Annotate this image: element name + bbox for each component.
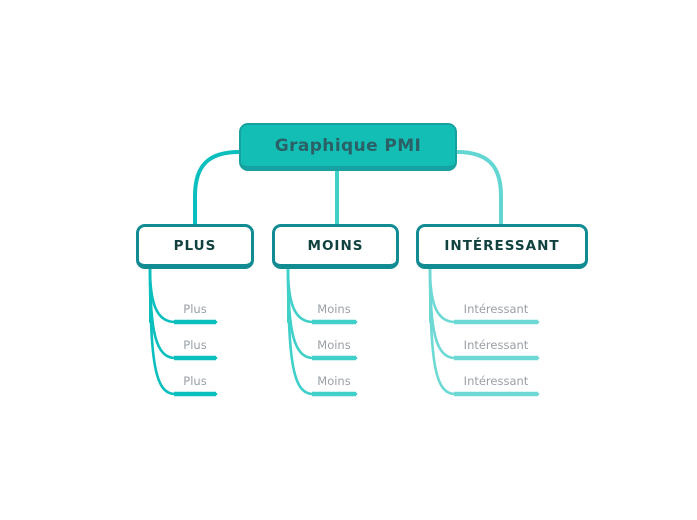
leaf-node-label: Moins [317,302,351,317]
branch-node-label: PLUS [173,237,217,254]
edge-root-to-plus [193,150,241,228]
leaf-node[interactable]: Moins [312,298,356,322]
leaf-node[interactable]: Intéressant [454,298,538,322]
leaf-node-label: Plus [183,338,207,353]
leaf-node[interactable]: Intéressant [454,334,538,358]
leaf-node-label: Plus [183,302,207,317]
leaf-node-label: Intéressant [463,338,529,353]
root-node[interactable]: Graphique PMI [239,123,457,171]
root-node-label: Graphique PMI [274,135,422,156]
leaf-node[interactable]: Plus [174,334,216,358]
leaf-node-label: Intéressant [463,374,529,389]
branch-node-plus[interactable]: PLUS [136,224,254,269]
leaf-node[interactable]: Moins [312,334,356,358]
leaf-node-label: Plus [183,374,207,389]
leaf-node-label: Intéressant [463,302,529,317]
leaf-node-label: Moins [317,338,351,353]
leaf-node[interactable]: Plus [174,370,216,394]
branch-node-label: MOINS [307,237,364,254]
leaf-node[interactable]: Moins [312,370,356,394]
branch-node-label: INTÉRESSANT [444,237,560,254]
branch-node-interessant[interactable]: INTÉRESSANT [416,224,588,269]
leaf-node[interactable]: Plus [174,298,216,322]
leaf-node[interactable]: Intéressant [454,370,538,394]
leaf-node-label: Moins [317,374,351,389]
branch-node-moins[interactable]: MOINS [272,224,399,269]
edge-root-to-interessant [455,150,503,228]
